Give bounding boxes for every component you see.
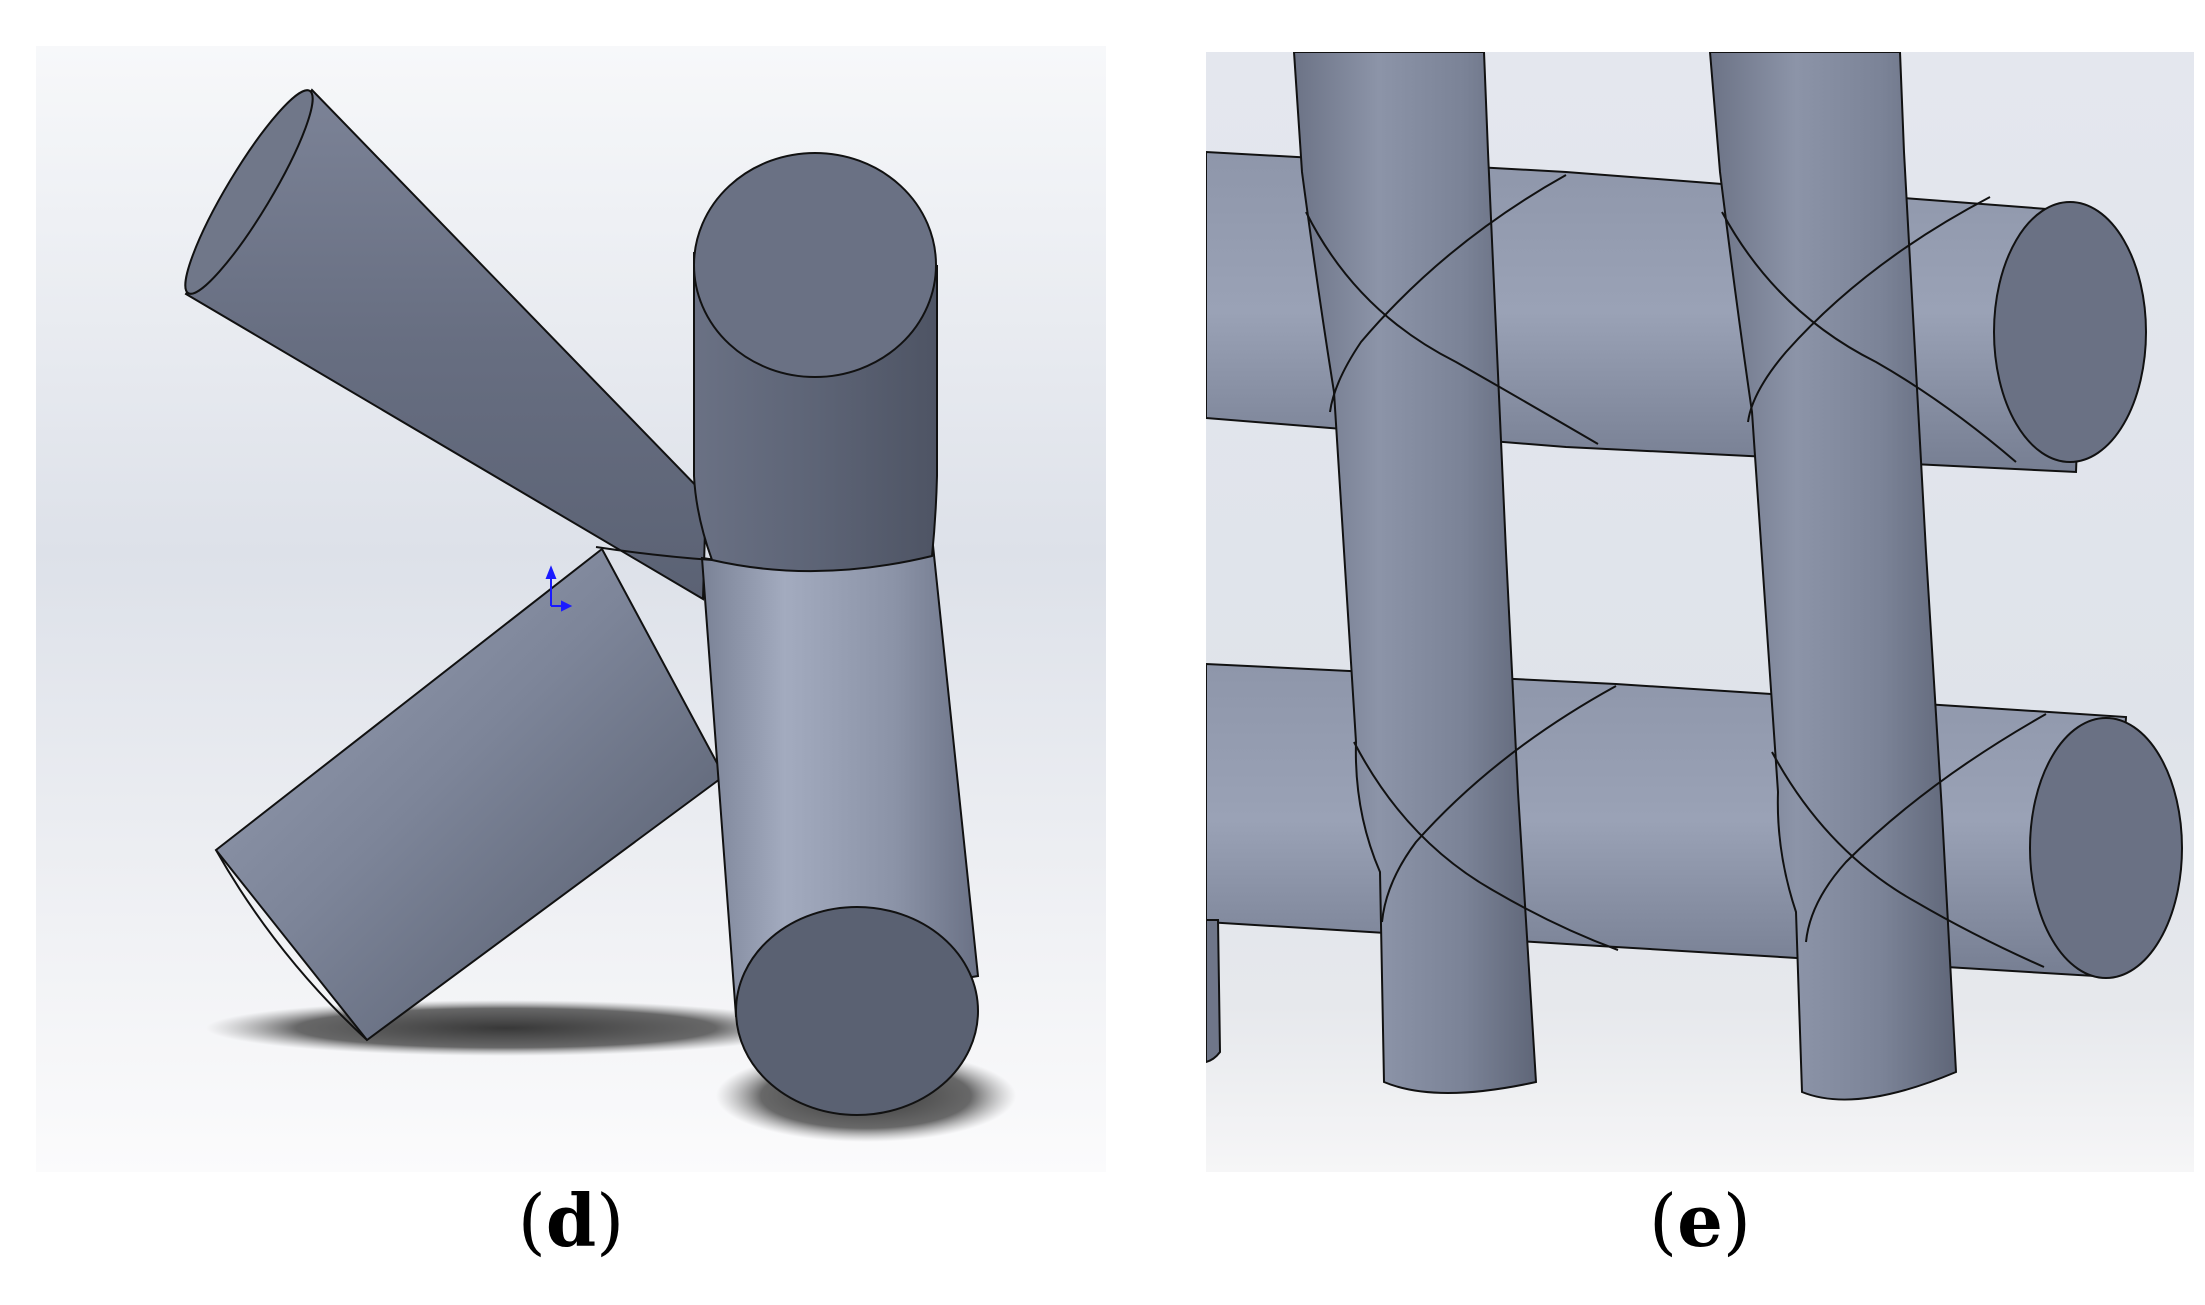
caption-d-letter: d [545, 1178, 597, 1263]
panel-d-render [36, 46, 1106, 1172]
caption-e-open: ( [1649, 1179, 1678, 1263]
horizontal-bar-bottom-end-face [2029, 717, 2183, 979]
caption-d-close: ) [596, 1179, 625, 1263]
coordinate-triad-icon [545, 565, 573, 612]
horizontal-bar-top-end-face [1993, 201, 2147, 463]
strut-shadow-left [206, 1000, 806, 1056]
lattice-grid-render [1206, 52, 2194, 1172]
caption-d: (d) [421, 1185, 721, 1258]
strut-right-lower-end-face [735, 906, 979, 1116]
caption-e: (e) [1550, 1185, 1850, 1258]
vertical-column-right [1708, 52, 1958, 1101]
strut-right-upper-end-face [693, 152, 937, 378]
strut-upper-left-end-face [184, 89, 314, 295]
vertical-column-edge-stub [1206, 919, 1222, 1064]
strut-node-render [36, 46, 1106, 1172]
caption-d-open: ( [517, 1179, 546, 1263]
joint-seam [595, 546, 713, 561]
vertical-column-left [1292, 52, 1538, 1094]
junction-seams [1305, 174, 2047, 968]
caption-e-close: ) [1722, 1179, 1751, 1263]
caption-e-letter: e [1677, 1178, 1723, 1263]
horizontal-bar-bottom [1206, 662, 2128, 979]
strut-right-upper [693, 152, 938, 573]
panel-e-render [1206, 52, 2194, 1172]
